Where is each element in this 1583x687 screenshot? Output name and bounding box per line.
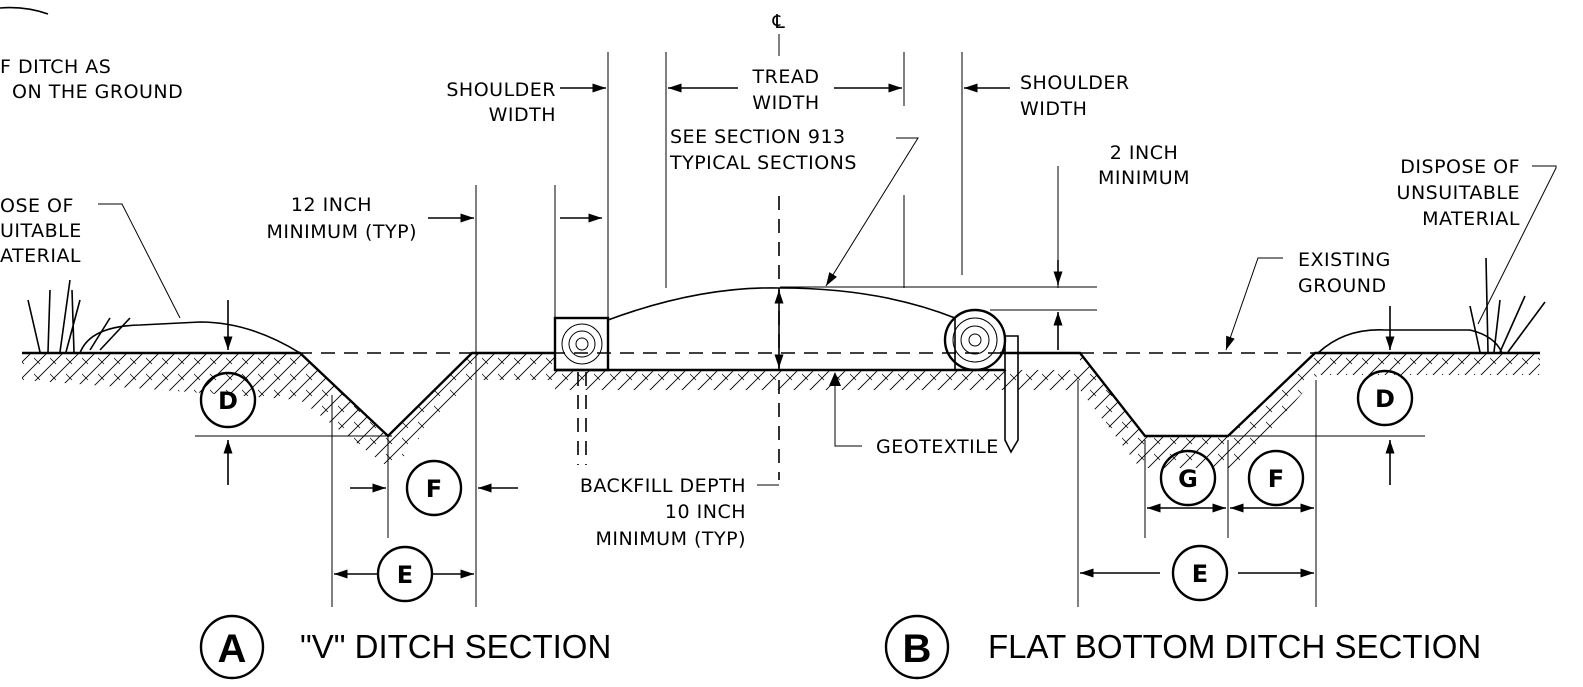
- trail-tread: [553, 34, 1097, 486]
- note-top-left-2: ON THE GROUND: [12, 81, 183, 103]
- note-dispose-left-1: OSE OF: [0, 195, 74, 217]
- callout-e-left-circle: [376, 545, 434, 603]
- geotextile-leader: [834, 375, 862, 447]
- left-stake: [577, 372, 587, 465]
- callout-e-left: E: [397, 561, 413, 589]
- note-existing-2: GROUND: [1298, 275, 1387, 297]
- ground-hatch-right: [1080, 353, 1540, 468]
- section-b-letter: B: [903, 627, 932, 671]
- right-log-ring-3: [968, 333, 982, 347]
- section-a-title: "V" DITCH SECTION: [300, 628, 611, 665]
- note-shoulder-left-1: SHOULDER: [446, 79, 556, 101]
- sketch-mark: [0, 6, 49, 15]
- note-centerline: ℄: [772, 11, 786, 33]
- ground-hatch-left: [22, 353, 555, 470]
- note-backfill-3: MINIMUM (TYP): [595, 528, 746, 550]
- note-shoulder-right-2: WIDTH: [1020, 98, 1087, 120]
- grass-left: [27, 279, 131, 353]
- right-log-ring-2: [960, 325, 990, 355]
- section-b-title: FLAT BOTTOM DITCH SECTION: [988, 628, 1481, 665]
- note-dispose-right-2: UNSUITABLE: [1397, 182, 1520, 204]
- note-12inch-2: MINIMUM (TYP): [266, 221, 417, 243]
- note-backfill-1: BACKFILL DEPTH: [580, 475, 746, 497]
- callout-d-right: D: [1375, 385, 1395, 413]
- callout-f-left-circle: [405, 459, 463, 517]
- callout-d-right-circle: [1356, 369, 1414, 427]
- notes: F DITCH AS ON THE GROUND OSE OF UITABLE …: [0, 11, 1520, 550]
- callout-f-right: F: [1268, 465, 1284, 493]
- note-backfill-2: 10 INCH: [665, 501, 746, 523]
- grass-right: [1469, 257, 1546, 353]
- callout-f-left: F: [426, 475, 442, 503]
- dispose-right-leader: [1477, 165, 1557, 325]
- note-see-section-2: TYPICAL SECTIONS: [669, 152, 857, 174]
- callout-e-right-circle: [1171, 544, 1229, 602]
- note-tread-1: TREAD: [752, 66, 820, 88]
- note-dispose-right-1: DISPOSE OF: [1400, 156, 1520, 178]
- tread-subgrade-hatch: [555, 370, 1080, 390]
- callout-e-right: E: [1192, 560, 1208, 588]
- note-existing-1: EXISTING: [1298, 249, 1391, 271]
- note-tread-2: WIDTH: [752, 92, 819, 114]
- spoil-pile-right: [1315, 329, 1504, 354]
- section-titles: A "V" DITCH SECTION B FLAT BOTTOM DITCH …: [199, 614, 1481, 680]
- see-section-leader: [825, 137, 919, 287]
- backfill-mound: [607, 287, 956, 371]
- existing-ground-leader: [1225, 257, 1283, 351]
- right-log-ring-1: [952, 317, 998, 363]
- note-see-section-1: SEE SECTION 913: [670, 126, 846, 148]
- section-b-circle: [884, 614, 950, 680]
- left-timber-ring-2: [568, 330, 596, 358]
- callout-d-left-circle: [199, 371, 257, 429]
- flat-bottom-ditch-section: [1000, 165, 1557, 607]
- v-ditch-section: [22, 185, 555, 607]
- callout-d-left: D: [218, 387, 238, 415]
- callout-g-right-circle: [1159, 449, 1217, 507]
- left-timber-ring-3: [575, 337, 589, 351]
- note-12inch-1: 12 INCH: [291, 194, 372, 216]
- note-dispose-left-2: UITABLE: [0, 220, 82, 242]
- right-log: [943, 308, 1007, 372]
- callout-bubbles: D F E G F D E: [199, 369, 1414, 603]
- note-dispose-left-3: ATERIAL: [0, 245, 81, 267]
- section-a-letter: A: [218, 627, 247, 671]
- dispose-left-leader: [98, 203, 181, 319]
- note-2inch-2: MINIMUM: [1098, 167, 1190, 189]
- note-dispose-right-3: MATERIAL: [1422, 208, 1520, 230]
- left-timber: [553, 316, 610, 372]
- right-stake: [1004, 335, 1019, 454]
- callout-g-right: G: [1178, 465, 1198, 493]
- note-top-left-1: F DITCH AS: [0, 56, 111, 78]
- note-shoulder-right-1: SHOULDER: [1020, 72, 1130, 94]
- spoil-pile-left: [78, 321, 303, 354]
- geotextile-arrowhead: [829, 372, 841, 386]
- note-geotextile: GEOTEXTILE: [876, 436, 999, 458]
- section-a-circle: [199, 614, 265, 680]
- note-shoulder-left-2: WIDTH: [489, 104, 556, 126]
- callout-f-right-circle: [1247, 449, 1305, 507]
- left-timber-ring-1: [561, 323, 603, 365]
- note-2inch-1: 2 INCH: [1110, 142, 1179, 164]
